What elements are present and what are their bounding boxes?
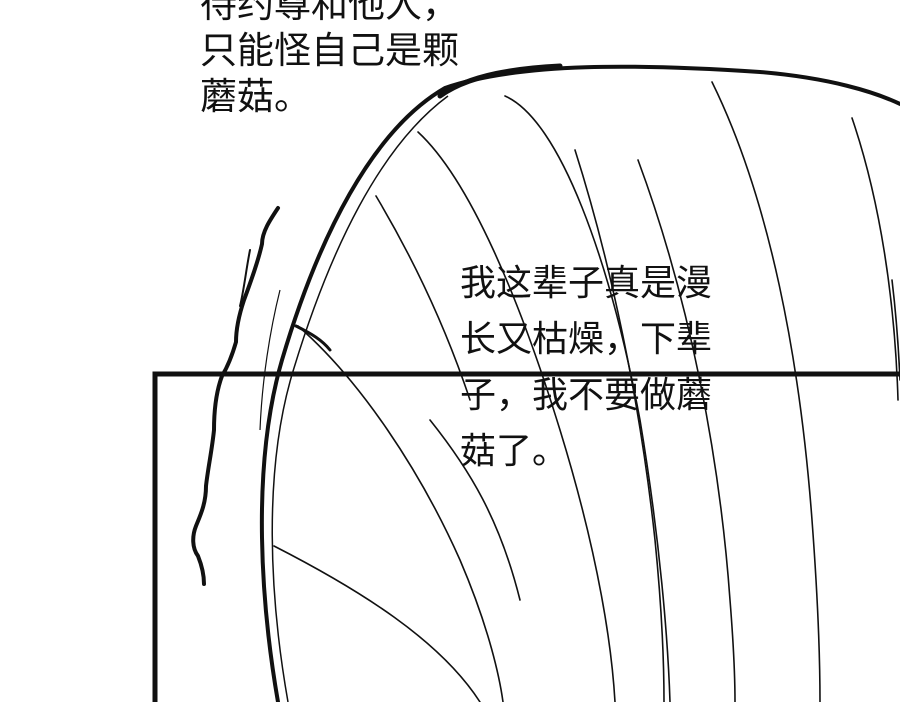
panel-frame xyxy=(152,371,900,702)
gill-accent-stroke xyxy=(294,324,332,352)
mushroom-cap-inner-contour xyxy=(271,95,449,702)
caption-right-narration: 我这辈子真是漫 长又枯燥，下辈 子，我不要做蘑 菇了。 xyxy=(460,263,713,472)
cap-top-thick-stroke xyxy=(437,63,563,99)
tremble-line-inner xyxy=(239,249,251,307)
cap-left-shading-line xyxy=(259,289,281,431)
tremble-line-outer xyxy=(191,206,280,586)
mushroom-gill-lines xyxy=(273,81,900,702)
caption-top-narration: 待约尊和他人， 只能怪自己是颗 蘑菇。 xyxy=(200,0,459,118)
mushroom-cap-outline xyxy=(259,64,900,702)
